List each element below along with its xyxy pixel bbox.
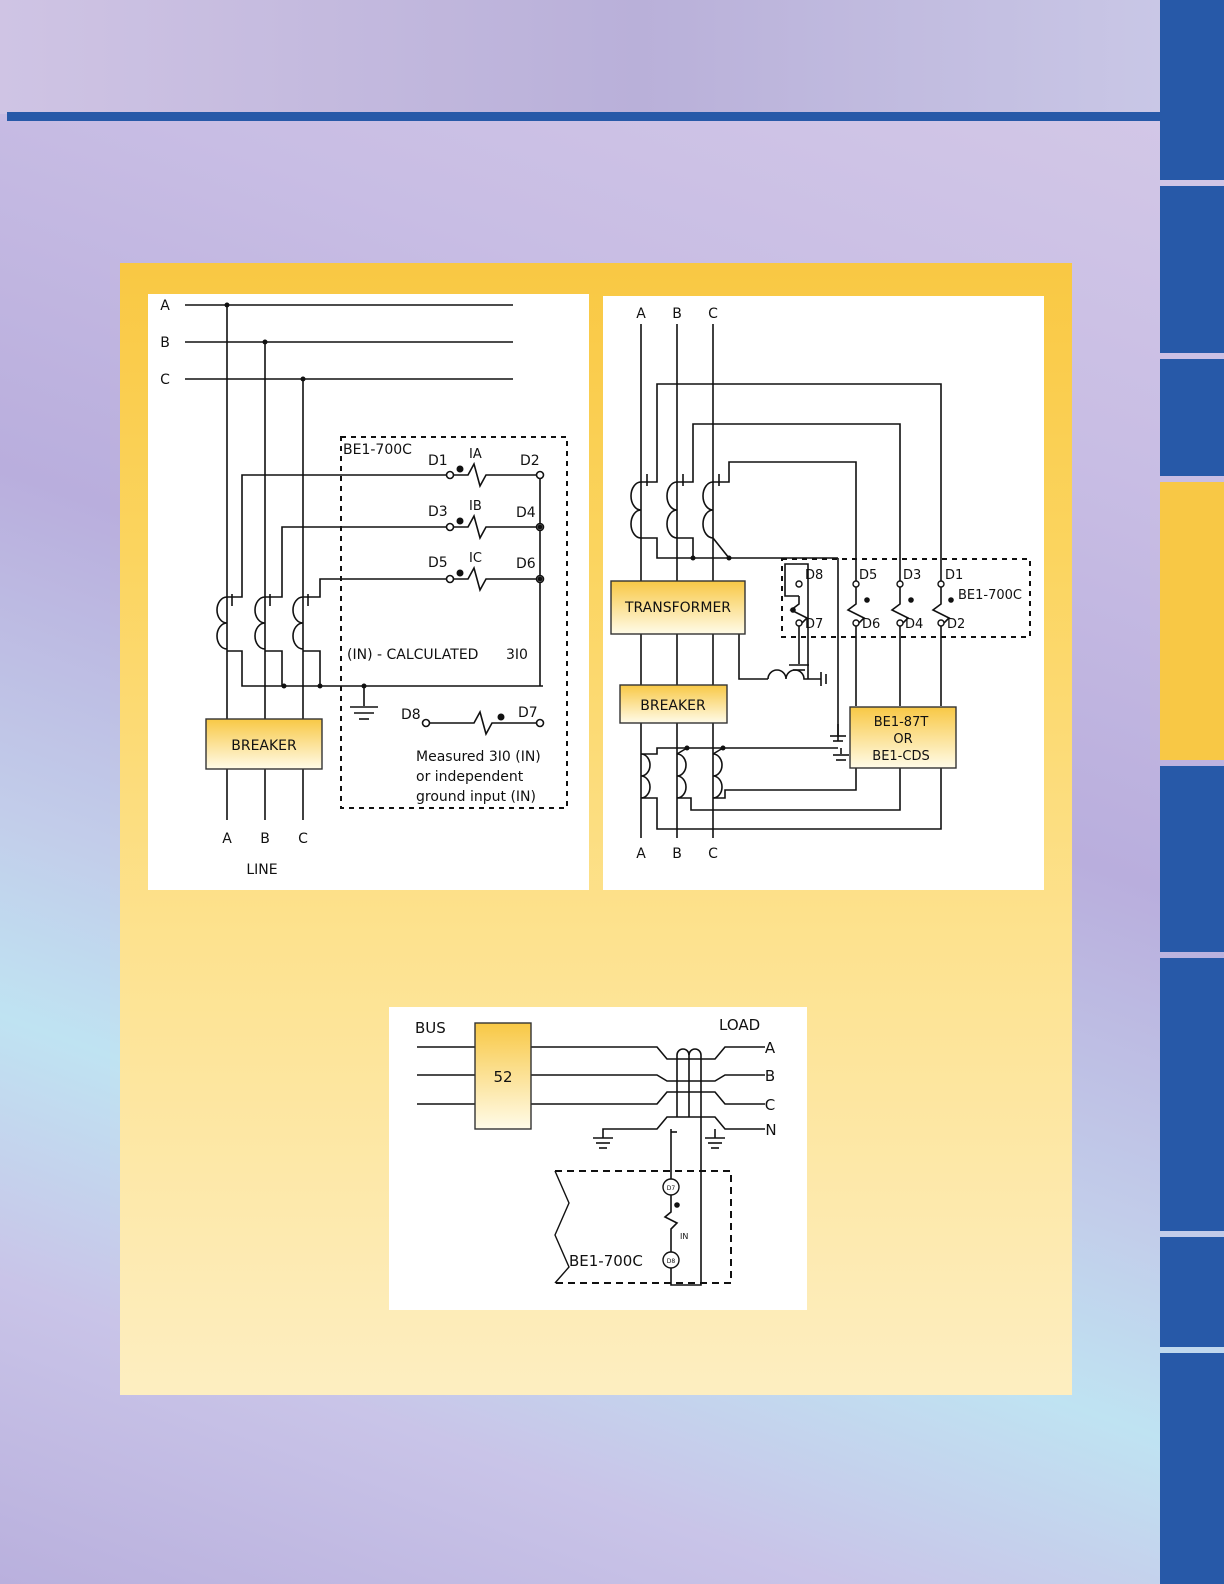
terminal-d3: D3 (428, 504, 448, 520)
terminal-d3: D3 (903, 568, 921, 583)
terminal-d4: D4 (516, 505, 536, 521)
load-label: LOAD (719, 1016, 760, 1034)
side-tab-2[interactable] (1160, 186, 1224, 353)
phase-label-c: C (765, 1096, 775, 1114)
phase-label-c: C (160, 372, 170, 388)
phase-label-bottom-b: B (672, 846, 682, 862)
phase-label-bottom-c: C (298, 831, 308, 847)
diff-relay-line-2: OR (893, 732, 912, 747)
phase-label-b: B (160, 335, 170, 351)
terminal-d2: D2 (520, 453, 540, 469)
phase-label-a: A (636, 306, 646, 322)
side-tab-4-active[interactable] (1160, 482, 1224, 760)
side-tab-5[interactable] (1160, 766, 1224, 952)
diagram-transformer-connection: TRANSFORMER BREAKER BE1-87T OR BE1-CDS A… (603, 296, 1044, 890)
phase-label-b: B (765, 1067, 775, 1085)
relay-label: BE1-700C (343, 442, 412, 458)
diagram-ground-input: 52 D7 D8 IN BUS LOAD A B C N BE1-700C (389, 1007, 807, 1310)
diff-relay-line-1: BE1-87T (874, 715, 929, 730)
measured-line-2: or independent (416, 769, 524, 785)
calculated-label: (IN) - CALCULATED (347, 647, 478, 663)
phase-label-a: A (765, 1039, 776, 1057)
phase-label-b: B (672, 306, 682, 322)
terminal-d5: D5 (428, 555, 448, 571)
terminal-d4: D4 (905, 617, 923, 632)
phase-label-a: A (160, 298, 170, 314)
coil-label-in: IN (680, 1232, 688, 1241)
header-rule (7, 112, 1160, 121)
diagram-line-connection-svg: BREAKER A B C BE1-700C D1 D2 D3 D4 D5 D6… (148, 294, 589, 890)
calculated-value: 3I0 (506, 647, 528, 663)
terminal-d1: D1 (945, 568, 963, 583)
bus-label: BUS (415, 1019, 446, 1037)
coil-label-ic: IC (469, 551, 482, 566)
terminal-d6: D6 (862, 617, 880, 632)
phase-label-bottom-a: A (222, 831, 232, 847)
terminal-d8: D8 (805, 568, 823, 583)
side-tab-8[interactable] (1160, 1353, 1224, 1584)
breaker-label: BREAKER (640, 698, 706, 714)
side-tab-1[interactable] (1160, 0, 1224, 180)
diagram-transformer-connection-svg: TRANSFORMER BREAKER BE1-87T OR BE1-CDS A… (603, 296, 1044, 890)
phase-label-bottom-c: C (708, 846, 718, 862)
breaker-label: BREAKER (231, 738, 297, 754)
coil-label-ib: IB (469, 499, 482, 514)
measured-line-3: ground input (IN) (416, 789, 536, 805)
side-tab-7[interactable] (1160, 1237, 1224, 1347)
phase-label-bottom-b: B (260, 831, 270, 847)
terminal-d7: D7 (805, 617, 823, 632)
terminal-d8: D8 (667, 1258, 676, 1265)
line-label: LINE (246, 862, 277, 878)
terminal-d1: D1 (428, 453, 448, 469)
side-tab-3[interactable] (1160, 359, 1224, 476)
terminal-d7: D7 (518, 705, 538, 721)
terminal-d6: D6 (516, 556, 536, 572)
breaker-52-label: 52 (493, 1068, 512, 1086)
diff-relay-line-3: BE1-CDS (872, 749, 929, 764)
relay-label: BE1-700C (569, 1252, 643, 1270)
relay-label: BE1-700C (958, 588, 1022, 603)
phase-label-n: N (765, 1121, 776, 1139)
diagram-line-connection: BREAKER A B C BE1-700C D1 D2 D3 D4 D5 D6… (148, 294, 589, 890)
measured-line-1: Measured 3I0 (IN) (416, 749, 541, 765)
terminal-d2: D2 (947, 617, 965, 632)
phase-label-bottom-a: A (636, 846, 646, 862)
terminal-d8: D8 (401, 707, 421, 723)
coil-label-ia: IA (469, 447, 482, 462)
side-tab-6[interactable] (1160, 958, 1224, 1231)
transformer-label: TRANSFORMER (624, 600, 731, 616)
header-band (0, 0, 1160, 114)
phase-label-c: C (708, 306, 718, 322)
terminal-d7: D7 (667, 1185, 676, 1192)
diagram-ground-input-svg: 52 D7 D8 IN BUS LOAD A B C N BE1-700C (389, 1007, 807, 1310)
terminal-d5: D5 (859, 568, 877, 583)
